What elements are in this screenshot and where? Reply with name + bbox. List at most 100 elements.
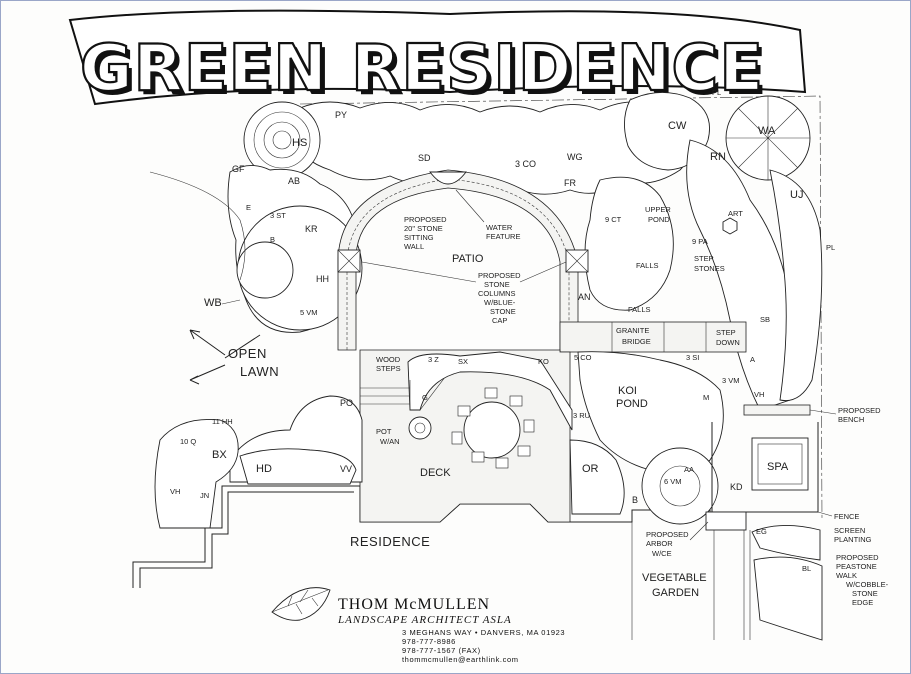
plant-code: 3 RU <box>573 411 590 420</box>
step-down-label: STEP <box>716 328 736 337</box>
step-stones-label: STONES <box>694 264 725 273</box>
plant-code: SX <box>458 357 468 366</box>
plant-code: VH <box>170 487 180 496</box>
title-lettering: GREEN RESIDENCE GREEN RESIDENCE <box>68 9 807 110</box>
arbor-label: PROPOSED <box>646 530 689 539</box>
wood-steps-label: WOOD <box>376 355 401 364</box>
stone-columns-label: COLUMNS <box>478 289 516 298</box>
granite-bridge: GRANITE BRIDGE STEP DOWN <box>559 321 747 353</box>
wood-steps: WOOD STEPS <box>360 355 411 410</box>
plant-code: PO <box>340 398 353 408</box>
plant-code: KR <box>305 224 318 234</box>
peastone-label: PEASTONE <box>836 562 877 571</box>
plant-code: SD <box>418 153 431 163</box>
water-feature-label: WATER <box>486 223 513 232</box>
peastone-label: PROPOSED <box>836 553 879 562</box>
plant-code: KO <box>538 357 549 366</box>
plant-code: 9 CT <box>605 215 622 224</box>
peastone-label: W/COBBLE- <box>846 580 889 589</box>
koi-pond-label: POND <box>616 398 648 410</box>
plant-code: WG <box>567 152 583 162</box>
pot-label: W/AN <box>380 437 400 446</box>
bench <box>743 404 811 416</box>
dining-table <box>463 401 521 459</box>
architect-title: LANDSCAPE ARCHITECT ASLA <box>337 614 512 626</box>
plant-code: WB <box>204 297 222 309</box>
plant-code: 5 VM <box>300 308 318 317</box>
stone-columns-label: STONE <box>484 280 510 289</box>
plant-code: GF <box>232 164 245 174</box>
deck-chairs <box>451 387 535 469</box>
upper-pond-label: POND <box>648 215 670 224</box>
plant-code: PY <box>335 110 347 120</box>
peastone-label: EDGE <box>852 598 873 607</box>
plant-code: HH <box>316 274 329 284</box>
deck-label: DECK <box>420 467 451 479</box>
se-beds: OR B AA 6 VM KD <box>569 439 743 525</box>
architect-phone: 978-777-8986 <box>402 637 456 646</box>
bridge-label: BRIDGE <box>622 337 651 346</box>
south-area: EG BL SCREEN PLANTING PROPOSED PEASTONE … <box>631 511 889 641</box>
koi-pond: KOI POND KO 5 CO 3 SI M 3 RU <box>538 351 724 474</box>
patio-label: PATIO <box>452 253 484 265</box>
stone-columns-label: CAP <box>492 316 507 325</box>
plant-code: HD <box>256 463 272 475</box>
architect-name: THOM McMULLEN <box>338 596 490 613</box>
west-beds: GF AB E 3 ST KR B HH 5 VM WB <box>204 164 363 333</box>
plant-code: B <box>632 495 638 505</box>
plant-code: KD <box>730 482 743 492</box>
plant-code: 3 CO <box>515 159 536 169</box>
architect-block: THOM McMULLEN LANDSCAPE ARCHITECT ASLA 3… <box>271 587 565 664</box>
plant-code: 3 SI <box>686 353 699 362</box>
bench-label: BENCH <box>838 415 864 424</box>
architect-address: 3 MEGHANS WAY • DANVERS, MA 01923 <box>402 628 565 637</box>
plant-code: UJ <box>790 189 803 201</box>
architect-fax: 978-777-1567 (FAX) <box>402 646 481 655</box>
stone-wall-label: WALL <box>404 242 424 251</box>
vegetable-garden-label: GARDEN <box>652 587 699 599</box>
plant-code: CW <box>668 120 687 132</box>
plant-code: 5 CO <box>574 353 592 362</box>
stone-columns-label: STONE <box>490 307 516 316</box>
plant-code: E <box>246 203 251 212</box>
plant-code: WA <box>758 125 776 137</box>
plant-code: VV <box>340 464 352 474</box>
screen-label: SCREEN <box>834 526 865 535</box>
arbor-label: W/CE <box>652 549 672 558</box>
plant-code: HS <box>292 137 307 149</box>
koi-pond-label: KOI <box>618 385 637 397</box>
step-down-label: DOWN <box>716 338 740 347</box>
stone-wall-label: 20" STONE <box>404 224 443 233</box>
sw-beds: PO 11 HH 10 Q BX HD VV VH JN <box>154 395 363 529</box>
bridge-label: GRANITE <box>616 326 649 335</box>
spa-label: SPA <box>767 461 789 473</box>
pot <box>408 416 432 440</box>
plant-code: 11 HH <box>212 417 233 426</box>
fence: FENCE <box>711 422 859 521</box>
plant-code: FR <box>564 178 576 188</box>
open-lawn: OPEN LAWN <box>189 329 279 385</box>
step-stones-label: STEP <box>694 254 714 263</box>
open-lawn-label: LAWN <box>240 364 279 379</box>
peastone-label: STONE <box>852 589 878 598</box>
screen-label: PLANTING <box>834 535 872 544</box>
fence-label: FENCE <box>834 512 859 521</box>
tree-wa: WA <box>725 95 811 181</box>
plant-code: VH <box>754 390 764 399</box>
stone-wall-label: SITTING <box>404 233 434 242</box>
water-feature-label: FEATURE <box>486 232 520 241</box>
lawn-edge <box>149 171 246 281</box>
plant-code: ART <box>728 209 743 218</box>
stone-wall-label: PROPOSED <box>404 215 447 224</box>
deck: POT W/AN DECK 3 Z SX G <box>359 349 573 523</box>
plant-code: BL <box>802 564 811 573</box>
plant-code: 9 PA <box>692 237 708 246</box>
plant-code: 3 Z <box>428 355 439 364</box>
plant-code: 6 VM <box>664 477 682 486</box>
pot-label: POT <box>376 427 392 436</box>
stone-columns-label: W/BLUE- <box>484 298 516 307</box>
vegetable-garden-label: VEGETABLE <box>642 572 707 584</box>
plant-code: A <box>750 355 755 364</box>
wood-steps-label: STEPS <box>376 364 401 373</box>
